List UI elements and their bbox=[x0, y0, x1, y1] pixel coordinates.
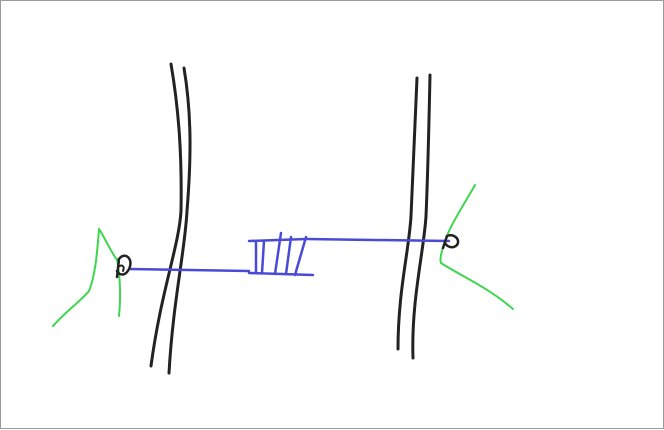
right-outer-stroke bbox=[396, 76, 419, 351]
left-branch-stroke bbox=[52, 228, 120, 327]
connector-ladder bbox=[247, 231, 315, 277]
left-inner-stroke bbox=[167, 66, 192, 375]
right-branch-stroke bbox=[439, 184, 514, 310]
right-node-marker-icon[interactable] bbox=[441, 234, 460, 250]
right-inner-stroke bbox=[411, 73, 432, 360]
left-node-marker-icon[interactable] bbox=[115, 254, 132, 279]
left-outer-stroke bbox=[149, 62, 183, 368]
connector-left-segment bbox=[127, 267, 251, 273]
connector-right-segment bbox=[304, 237, 451, 243]
